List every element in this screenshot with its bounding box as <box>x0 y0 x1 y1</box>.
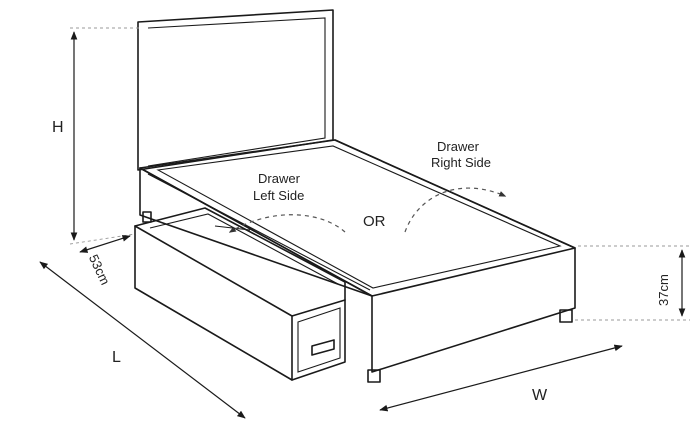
width-label: W <box>532 387 548 404</box>
drawer-right-line2: Right Side <box>431 155 491 170</box>
base-height-label: 37cm <box>656 274 671 306</box>
drawer-left-line1: Drawer <box>258 171 301 186</box>
base-height-dimension: 37cm <box>575 245 690 321</box>
drawer-depth-dimension: 53cm <box>79 235 131 287</box>
or-label: OR <box>363 213 386 230</box>
drawer-left-line2: Left Side <box>253 188 304 203</box>
length-label: L <box>112 349 121 366</box>
drawer-depth-label: 53cm <box>86 252 113 287</box>
drawer-right-line1: Drawer <box>437 139 480 154</box>
drawer-left-callout: Drawer Left Side <box>228 171 346 233</box>
drawer <box>134 207 346 381</box>
width-dimension: W <box>379 344 623 412</box>
headboard <box>137 9 334 171</box>
height-dimension: H <box>52 27 140 245</box>
mattress-top <box>139 139 576 297</box>
height-label: H <box>52 119 64 136</box>
drawer-right-callout: Drawer Right Side <box>404 139 507 233</box>
length-dimension: L <box>39 261 246 419</box>
divan-base <box>139 139 576 383</box>
